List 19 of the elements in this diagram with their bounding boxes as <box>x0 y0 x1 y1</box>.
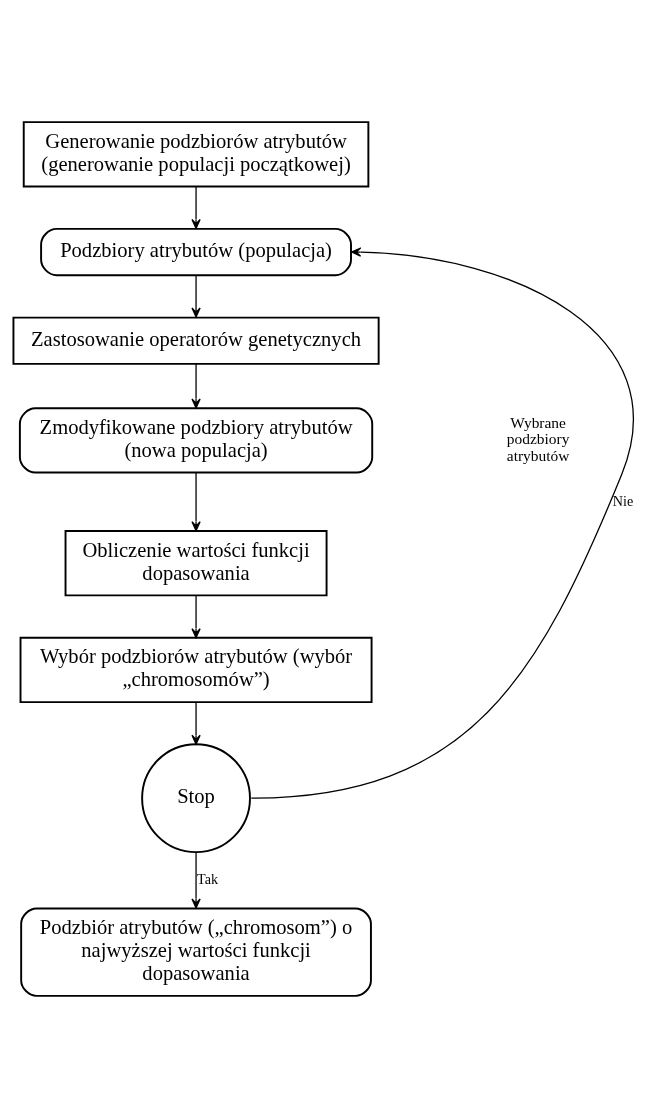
edge-label: Tak <box>197 870 219 887</box>
node-box: Podzbiory atrybutów (populacja) <box>40 227 352 277</box>
arrow <box>191 186 201 230</box>
node-box: Wybór podzbiorów atrybutów (wybór „chromosomów”) <box>19 636 373 704</box>
node-box: Obliczenie wartości funkcji dopasowania <box>64 530 328 597</box>
arrow <box>191 363 201 409</box>
node-box: Zastosowanie operatorów genetycznych <box>12 316 380 365</box>
arrow <box>191 472 201 532</box>
node-box: Generowanie podzbiorów atrybutów (generowanie populacji początkowej) <box>22 121 370 188</box>
node-box: Podzbiór atrybutów („chromosom”) o najwyższej wartości funkcji dopasowania <box>20 907 372 997</box>
arrow <box>191 701 201 745</box>
arrow <box>191 851 201 909</box>
label: Wybrane podzbiory atrybutów <box>506 413 570 465</box>
node-circle: Stop <box>141 743 251 854</box>
edge-label: Nie <box>612 493 634 510</box>
arrow <box>191 595 201 639</box>
arrow <box>191 274 201 318</box>
node-box: Zmodyfikowane podzbiory atrybutów (nowa populacja) <box>18 407 374 474</box>
arrow <box>250 247 634 799</box>
